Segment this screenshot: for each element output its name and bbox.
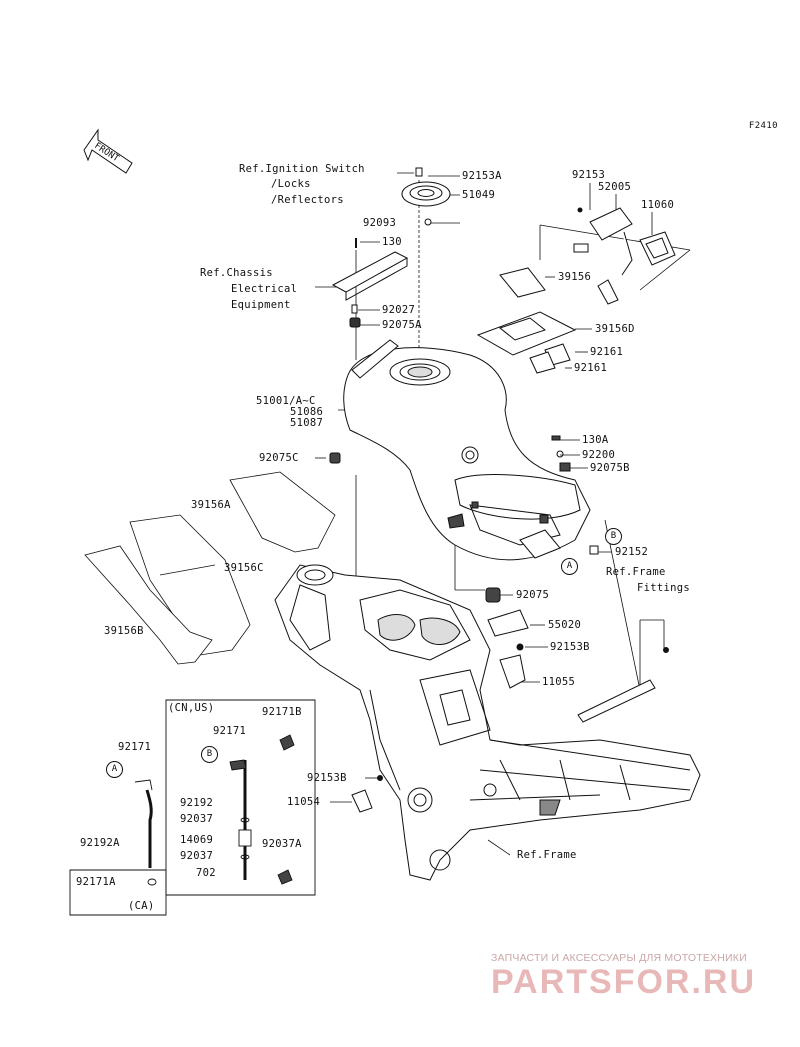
part-label-11054: 11054 bbox=[287, 796, 321, 808]
part-label-39156D: 39156D bbox=[595, 323, 635, 335]
watermark-tagline: ЗАПЧАСТИ И АКСЕССУАРЫ ДЛЯ МОТОТЕХНИКИ bbox=[491, 952, 747, 964]
part-label-39156: 39156 bbox=[558, 271, 592, 283]
part-label-130A: 130A bbox=[582, 434, 609, 446]
part-label-tank-51087: 51087 bbox=[290, 417, 324, 429]
part-label-55020: 55020 bbox=[548, 619, 582, 631]
callout-b-hose: B bbox=[201, 746, 218, 763]
callout-a-tank: A bbox=[561, 558, 578, 575]
part-label-92075: 92075 bbox=[516, 589, 550, 601]
front-direction-arrow: FRONT bbox=[83, 128, 133, 174]
variant-box bbox=[69, 699, 316, 916]
part-label-92037A: 92037A bbox=[262, 838, 302, 850]
part-label-39156C: 39156C bbox=[224, 562, 264, 574]
part-label-tank-51001: 51001/A~C bbox=[256, 395, 316, 407]
part-label-tank-51086: 51086 bbox=[290, 406, 324, 418]
part-label-92171B: 92171B bbox=[262, 706, 302, 718]
part-label-92037-b: 92037 bbox=[180, 850, 214, 862]
variant-label-cn-us: (CN,US) bbox=[168, 702, 215, 714]
part-label-92153B-lower: 92153B bbox=[307, 772, 347, 784]
part-label-11060: 11060 bbox=[641, 199, 675, 211]
part-label-14069: 14069 bbox=[180, 834, 214, 846]
main-frame bbox=[274, 564, 701, 881]
callout-a-hose: A bbox=[106, 761, 123, 778]
ref-ignition-reflectors: /Reflectors bbox=[271, 194, 344, 206]
ref-ignition-switch: Ref.Ignition Switch bbox=[239, 163, 365, 175]
part-label-11055: 11055 bbox=[542, 676, 576, 688]
part-label-92075B: 92075B bbox=[590, 462, 630, 474]
ref-frame-fittings-2: Fittings bbox=[637, 582, 690, 594]
ref-ignition-locks: /Locks bbox=[271, 178, 311, 190]
ref-chassis-equipment: Equipment bbox=[231, 299, 291, 311]
part-label-92027: 92027 bbox=[382, 304, 416, 316]
part-label-92153: 92153 bbox=[572, 169, 606, 181]
part-label-92075A: 92075A bbox=[382, 319, 422, 331]
part-label-92192A: 92192A bbox=[80, 837, 120, 849]
part-label-92075C: 92075C bbox=[259, 452, 299, 464]
part-label-92171A: 92171A bbox=[76, 876, 116, 888]
part-label-92153A: 92153A bbox=[462, 170, 502, 182]
part-label-92152: 92152 bbox=[615, 546, 649, 558]
part-label-92161-a: 92161 bbox=[590, 346, 624, 358]
frame-fittings bbox=[577, 647, 669, 723]
tank-pads bbox=[84, 471, 336, 665]
part-label-92192: 92192 bbox=[180, 797, 214, 809]
figure-code: F2410 bbox=[748, 121, 778, 131]
filler-cap-assembly bbox=[401, 167, 451, 226]
fuel-pump-assembly bbox=[476, 207, 676, 374]
part-label-39156B: 39156B bbox=[104, 625, 144, 637]
part-label-51049: 51049 bbox=[462, 189, 496, 201]
part-label-130: 130 bbox=[382, 236, 402, 248]
part-label-92171-left: 92171 bbox=[118, 741, 152, 753]
fuel-tank bbox=[329, 339, 599, 637]
part-label-92161-b: 92161 bbox=[574, 362, 608, 374]
ref-chassis: Ref.Chassis bbox=[200, 267, 273, 279]
part-label-39156A: 39156A bbox=[191, 499, 231, 511]
part-label-92093: 92093 bbox=[363, 217, 397, 229]
ref-frame: Ref.Frame bbox=[517, 849, 577, 861]
variant-label-ca: (CA) bbox=[128, 900, 155, 912]
part-label-92171-box: 92171 bbox=[213, 725, 247, 737]
ref-chassis-electrical: Electrical bbox=[231, 283, 298, 295]
watermark-logo: PARTSFOR.RU bbox=[491, 963, 757, 1001]
chassis-bracket bbox=[331, 238, 409, 328]
part-label-52005: 52005 bbox=[598, 181, 632, 193]
part-label-92153B-upper: 92153B bbox=[550, 641, 590, 653]
ref-frame-fittings: Ref.Frame bbox=[606, 566, 666, 578]
callout-b-tank: B bbox=[605, 528, 622, 545]
part-label-92037-a: 92037 bbox=[180, 813, 214, 825]
part-label-92200: 92200 bbox=[582, 449, 616, 461]
part-label-702: 702 bbox=[196, 867, 216, 879]
